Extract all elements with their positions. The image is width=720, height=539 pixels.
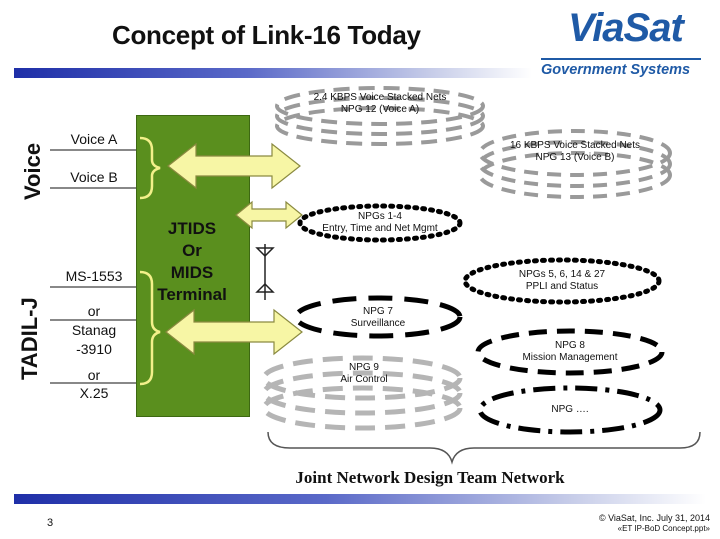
terminal-label: JTIDS Or MIDS Terminal [136,218,248,306]
npg13-line-1: 16 KBPS Voice Stacked Nets [509,140,641,151]
npg7-line-1: NPG 7 [362,306,393,317]
stanag-label: Stanag [71,322,117,338]
input-lines [50,149,136,384]
npg5-label: NPGs 5, 6, 14 & 27 PPLI and Status [472,269,652,293]
npg5-line-2: PPLI and Status [525,281,599,292]
copyright-text: © ViaSat, Inc. July 31, 2014 [598,513,710,523]
npg8-net [475,328,665,376]
npg5-line-1: NPGs 5, 6, 14 & 27 [518,269,606,280]
logo-rule [541,58,701,60]
npg13-stack [478,129,672,199]
npg1-4-label: NPGs 1-4 Entry, Time and Net Mgmt [300,211,460,235]
network-label: Joint Network Design Team Network [295,468,565,487]
header-gradient-bar [14,68,532,78]
npg12-label: 2.4 KBPS Voice Stacked Nets NPG 12 (Voic… [290,92,470,116]
npg9-line-1: NPG 9 [348,362,379,373]
npg13-label: 16 KBPS Voice Stacked Nets NPG 13 (Voice… [485,140,665,164]
npg5-net [462,257,662,305]
terminal-line-2: Or [182,241,202,260]
npg1-4-line-1: NPGs 1-4 [358,211,402,222]
logo-division: Government Systems [541,62,691,78]
net-mgmt-arrow [235,200,303,230]
footer-gradient-bar [14,494,706,504]
npg12-stack [275,86,485,146]
voice-a-label: Voice A [70,131,118,147]
terminal-line-4: Terminal [157,285,227,304]
x25-label: X.25 [79,385,109,401]
viasat-logo: ViaSat [568,6,684,50]
npgx-label: NPG …. [551,404,589,415]
npg7-line-2: Surveillance [350,318,406,329]
npg12-line-1: 2.4 KBPS Voice Stacked Nets [313,92,447,103]
npg7-net [293,295,463,339]
tadil-brace [139,270,161,386]
terminal-line-3: MIDS [170,263,214,282]
npg9-line-2: Air Control [340,374,388,385]
voice-arrow [167,142,301,190]
voice-b-label: Voice B [70,169,118,185]
npg1-4-line-2: Entry, Time and Net Mgmt [322,223,438,234]
terminal-line-1: JTIDS [167,219,217,238]
tadil-arrow [165,308,303,356]
npg12-line-2: NPG 12 (Voice A) [340,104,420,115]
npg8-line-1: NPG 8 [554,340,585,351]
slide-title: Concept of Link-16 Today [112,20,421,50]
stanag-num-label: -3910 [76,341,112,357]
network-brace [267,431,701,465]
or-label-1: or [87,303,101,319]
npg13-line-2: NPG 13 (Voice B) [535,152,615,163]
npg1-4-net [297,203,463,243]
npg7-label: NPG 7 Surveillance [318,306,438,330]
or-label-2: or [87,367,101,383]
npg8-line-2: Mission Management [522,352,618,363]
antenna-icon [255,244,275,300]
slide-number: 3 [47,517,54,529]
ms1553-label: MS-1553 [65,268,123,284]
npg9-stack [261,355,463,431]
npgx-net [477,385,663,435]
voice-brace [139,136,161,200]
npg9-label: NPG 9 Air Control [304,362,424,386]
file-name-text: «ET IP-BoD Concept.ppt» [617,524,710,533]
npg8-label: NPG 8 Mission Management [500,340,640,364]
